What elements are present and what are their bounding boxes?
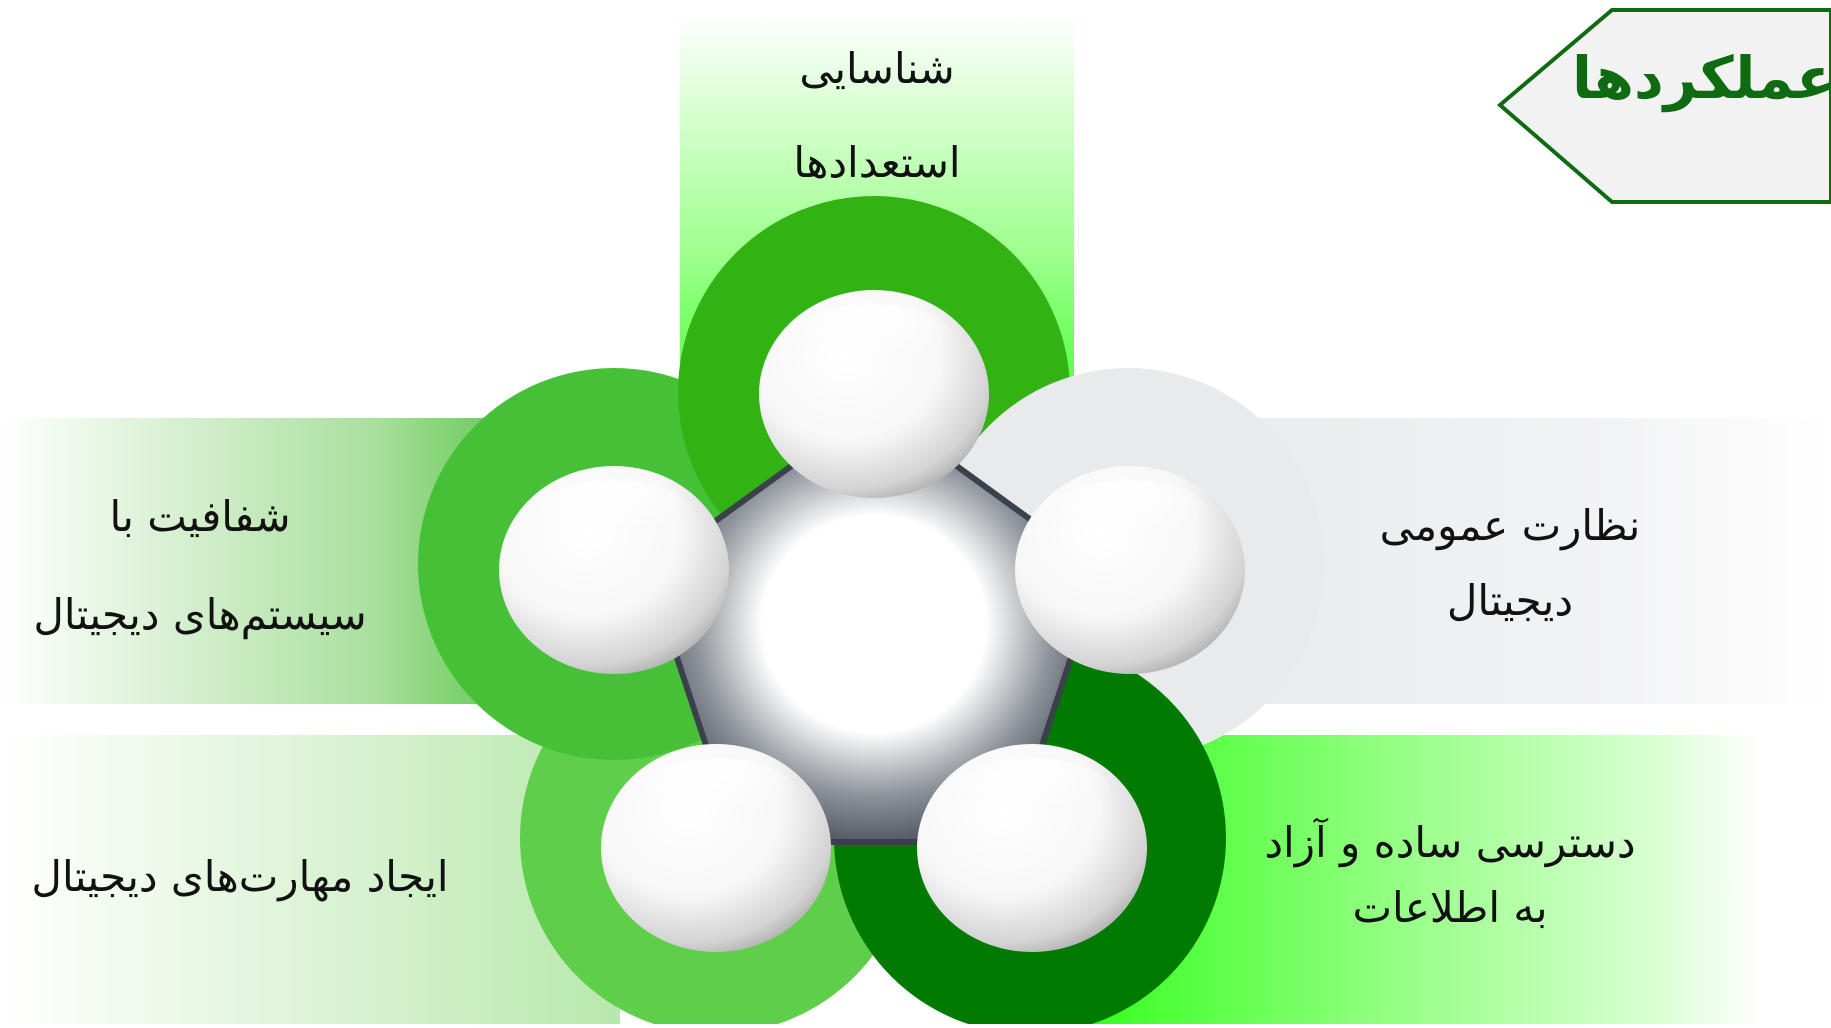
item-label-bottom-left: ایجاد مهارت‌های دیجیتال <box>31 852 449 901</box>
item-label-bottom-right-line1: دسترسی ساده و آزاد <box>1264 818 1636 867</box>
item-label-bottom-right-line2: به اطلاعات <box>1352 883 1548 932</box>
ball-right <box>1015 466 1245 674</box>
ball-bottom-right <box>917 744 1147 952</box>
item-label-top-line1: شناسایی <box>799 44 955 93</box>
item-label-right-line2: دیجیتال <box>1446 576 1574 625</box>
item-label-left-line1: شفافیت با <box>109 492 291 541</box>
item-label-right-line1: نظارت عمومی <box>1379 501 1641 550</box>
title-badge-text: عملکردها <box>1572 44 1831 112</box>
band-bottom-left <box>0 735 620 1024</box>
item-label-top-line2: استعدادها <box>793 138 961 187</box>
title-badge-shape <box>1496 8 1831 204</box>
ball-top <box>759 290 989 498</box>
item-label-left-line2: سیستم‌های دیجیتال <box>33 590 367 639</box>
ball-left <box>499 466 729 674</box>
ball-bottom-left <box>601 744 831 952</box>
